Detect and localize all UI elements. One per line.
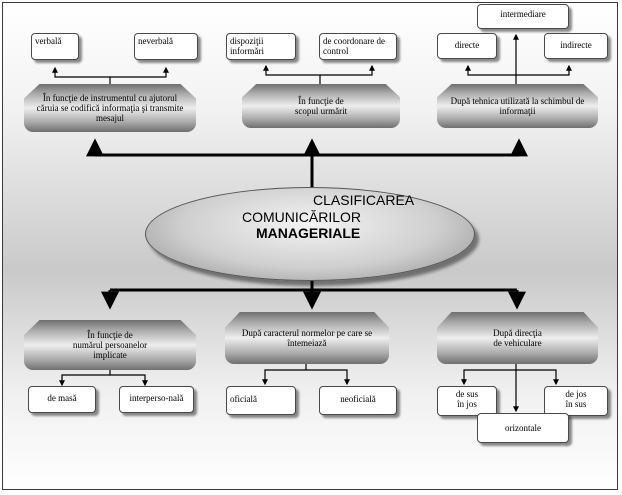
- link-de-sus: [461, 364, 517, 386]
- title-line-3: MANAGERIALE: [256, 225, 361, 241]
- link-dispozitii: [263, 64, 321, 84]
- leaf-dispozitii: dispoziţii informări: [226, 33, 296, 60]
- leaf-label: neoficială: [340, 394, 376, 404]
- leaf-indirecte: indirecte: [544, 33, 608, 59]
- leaf-label-line: informări: [230, 46, 264, 56]
- leaf-de-jos-in-sus: de jos în sus: [544, 386, 608, 416]
- link-neverbal: [110, 66, 169, 78]
- leaf-neoficiala: neoficială: [319, 386, 397, 415]
- leaf-de-sus-in-jos: de sus în jos: [437, 386, 497, 416]
- leaf-label: interperso-nală: [129, 393, 184, 403]
- category-direction: După direcţia de vehiculare: [437, 312, 598, 364]
- link-oficiala: [262, 364, 307, 386]
- category-line: mesajul: [95, 113, 124, 123]
- link-directe: [465, 64, 517, 84]
- leaf-label-line: de coordonare de: [323, 36, 385, 46]
- leaf-label-line: dispoziţii: [230, 36, 264, 46]
- category-line: În funcţie de: [87, 330, 133, 340]
- leaf-label: indirecte: [560, 40, 592, 50]
- leaf-interpersonala: interperso-nală: [119, 386, 194, 413]
- center-ellipse: [145, 187, 475, 281]
- category-persons: În funcţie de numărul persoanelor implic…: [24, 320, 196, 370]
- leaf-label: orizontale: [505, 423, 541, 433]
- leaf-label: oficială: [230, 394, 257, 404]
- link-indirecte: [516, 64, 572, 76]
- category-line: căruia se codifică informaţia şi transmi…: [36, 103, 184, 113]
- leaf-label-line: de jos: [565, 389, 587, 399]
- title-line-2: COMUNICĂRILOR: [242, 209, 362, 225]
- leaf-neverbala: neverbală: [134, 33, 198, 60]
- link-neoficiala: [306, 369, 350, 386]
- category-scope: În funcţie de scopul urmărit: [242, 84, 400, 128]
- category-technique: După tehnica utilizată la schimbul de in…: [437, 84, 598, 128]
- category-line: După tehnica utilizată la schimbul de: [450, 96, 585, 106]
- category-norms: După caracterul normelor pe care se înte…: [225, 312, 389, 364]
- leaf-orizontale: orizontale: [477, 413, 569, 443]
- link-coordonare: [320, 64, 375, 76]
- category-line: întemeiază: [287, 338, 327, 348]
- leaf-intermediare: intermediare: [477, 4, 569, 29]
- leaf-label: verbală: [35, 36, 62, 46]
- leaf-coordonare: de coordonare de control: [319, 33, 397, 60]
- leaf-label-line: în jos: [457, 399, 477, 409]
- category-line: implicate: [93, 350, 127, 360]
- leaf-de-masa: de masă: [28, 386, 96, 413]
- category-line: După direcţia: [493, 328, 542, 338]
- category-line: de vehiculare: [493, 338, 542, 348]
- leaf-label-line: în sus: [565, 399, 587, 409]
- category-line: După caracterul normelor pe care se: [241, 328, 373, 338]
- category-line: scopul urmărit: [294, 106, 348, 116]
- leaf-label-line: control: [323, 46, 349, 56]
- leaf-directe: directe: [437, 33, 497, 59]
- leaf-label: directe: [454, 40, 480, 50]
- leaf-verbala: verbală: [31, 33, 79, 60]
- category-instrument: În funcţie de instrumentul cu ajutorul c…: [24, 84, 196, 132]
- leaf-label: neverbală: [138, 36, 173, 46]
- title-line-1: CLASIFICAREA: [313, 192, 415, 208]
- link-de-jos: [516, 369, 559, 386]
- link-de-masa: [59, 369, 111, 387]
- category-line: numărul persoanelor: [72, 340, 148, 350]
- category-line: În funcţie de instrumentul cu ajutorul: [42, 93, 178, 103]
- leaf-oficiala: oficială: [226, 386, 296, 415]
- leaf-label-line: de sus: [455, 389, 479, 399]
- category-line: informaţii: [499, 106, 536, 116]
- link-interpersonala: [110, 374, 148, 387]
- link-verbal: [52, 66, 111, 84]
- leaf-label: de masă: [47, 393, 77, 403]
- leaf-label: intermediare: [500, 9, 546, 19]
- category-line: În funcţie de: [298, 96, 344, 106]
